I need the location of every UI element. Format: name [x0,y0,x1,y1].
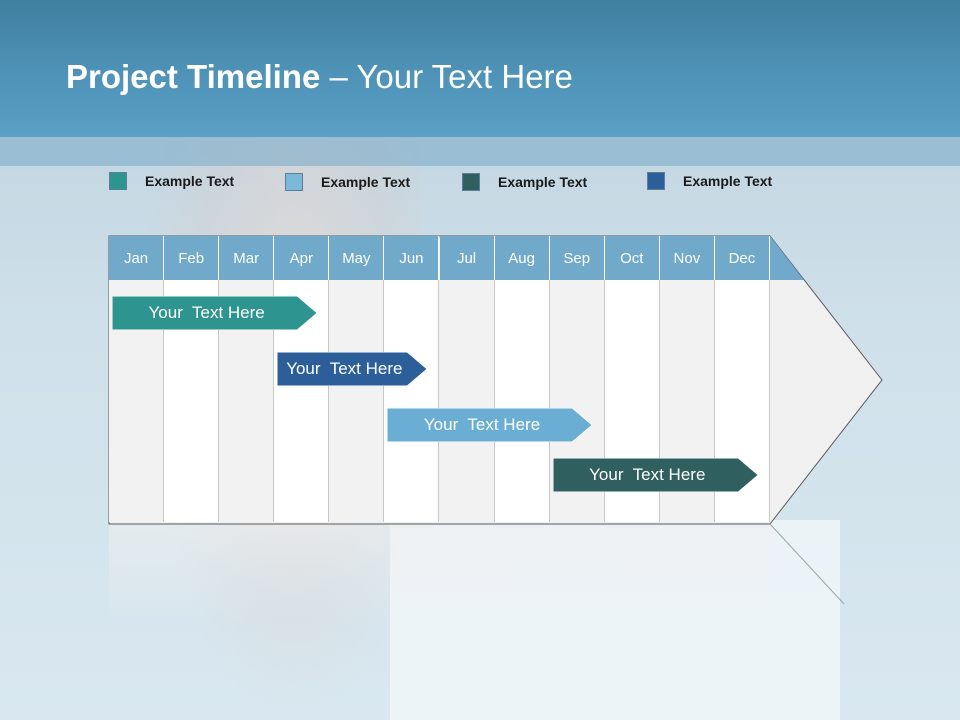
title-main: Project Timeline [66,58,321,95]
legend-label-4: Example Text [683,173,773,189]
month-header-apr: Apr [274,236,330,280]
timeline-reflection [109,524,770,624]
legend-label-2: Example Text [321,174,411,190]
month-header-oct: Oct [604,236,660,280]
task-label-4: Your Text Here [589,465,706,484]
title-subtitle: – Your Text Here [320,58,573,95]
task-label-3: Your Text Here [423,415,541,434]
legend-label-1: Example Text [145,173,235,189]
month-header-aug: Aug [494,236,550,280]
month-header-sep: Sep [549,236,605,280]
legend-swatch-1 [109,172,127,190]
month-header-dec: Dec [714,236,770,280]
legend-swatch-2 [285,173,303,191]
legend-item-1: Example Text [109,170,234,192]
month-column-jun [384,280,440,522]
task-bar-3[interactable]: Your Text Here [387,408,593,442]
legend-label-3: Example Text [498,174,588,190]
month-header-feb: Feb [164,236,220,280]
legend-item-4: Example Text [647,170,772,192]
legend-swatch-4 [647,172,665,190]
page-title: Project Timeline – Your Text Here [66,58,573,96]
legend-item-2: Example Text [285,171,410,193]
month-column-jul [439,280,495,522]
task-bar-2[interactable]: Your Text Here [277,352,428,386]
month-header-jun: Jun [384,236,440,280]
legend-swatch-3 [462,173,480,191]
month-header-nov: Nov [659,236,715,280]
task-label-1: Your Text Here [148,303,265,322]
month-header-mar: Mar [219,236,275,280]
title-bar: Project Timeline – Your Text Here [0,0,960,137]
month-column-aug [494,280,550,522]
legend-item-3: Example Text [462,171,587,193]
task-bar-1[interactable]: Your Text Here [112,296,318,330]
task-bar-4[interactable]: Your Text Here [552,458,758,492]
month-column-may [329,280,385,522]
task-label-2: Your Text Here [286,359,403,378]
title-underband [0,137,960,166]
month-header-jul: Jul [439,236,495,280]
month-header-jan: Jan [109,236,165,280]
month-header-may: May [329,236,385,280]
